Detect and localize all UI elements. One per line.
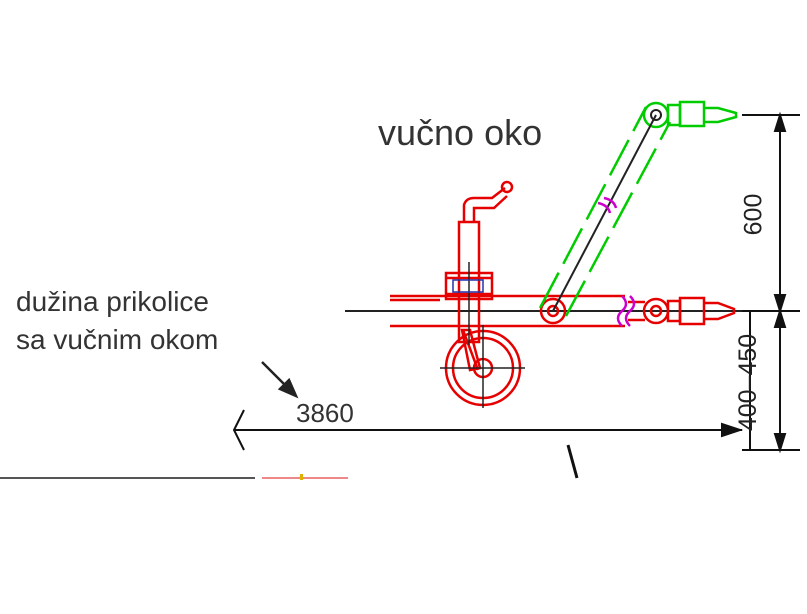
pivot-joint (539, 297, 567, 325)
trailer-length-label-line-2: sa vučnim okom (16, 324, 219, 355)
total-length-value: 3860 (296, 398, 354, 428)
raised-drawbar (538, 100, 738, 317)
leader-arrow (261, 361, 299, 399)
raised-eye-center (650, 109, 662, 121)
towing-eye-lower (628, 296, 736, 326)
horizontal-dimension (232, 409, 744, 451)
lower-height-value: 400–450 (734, 333, 763, 432)
drawbar-tube (390, 294, 625, 328)
raised-drawbar-centerline (552, 114, 657, 312)
break-mark-raised (597, 196, 618, 214)
break-mark-lower (616, 295, 636, 327)
towing-eye-title: vučno oko (378, 112, 543, 153)
jockey-wheel-centerlines (440, 262, 525, 408)
bottom-fragments (0, 444, 579, 480)
trailer-length-label-line-1: dužina prikolice (16, 286, 209, 317)
vertical-dimension-lines (742, 111, 800, 454)
upper-height-value: 600 (739, 193, 768, 236)
